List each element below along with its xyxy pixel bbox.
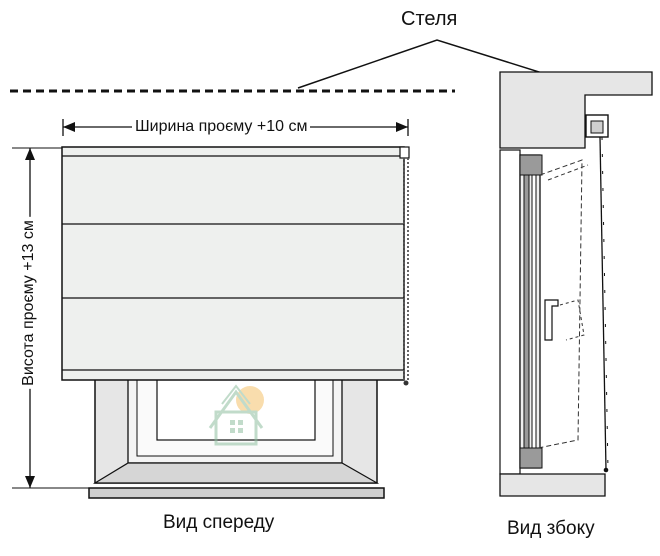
width-label: Ширина проєму +10 см	[132, 118, 311, 136]
front-view-label: Вид спереду	[163, 512, 275, 533]
roman-blind-front	[61, 146, 410, 381]
height-label: Висота проєму +13 см	[20, 217, 38, 389]
watermark-house-icon	[208, 384, 264, 446]
width-arrow-right	[396, 122, 408, 132]
width-arrow-left	[63, 122, 75, 132]
height-arrow-top	[25, 148, 35, 160]
chain-front	[403, 158, 409, 386]
ceiling-label: Стеля	[401, 8, 458, 30]
side-view-label: Вид збоку	[507, 518, 595, 539]
window-sill	[88, 487, 385, 499]
height-arrow-bottom	[25, 476, 35, 488]
side-view	[499, 71, 653, 497]
